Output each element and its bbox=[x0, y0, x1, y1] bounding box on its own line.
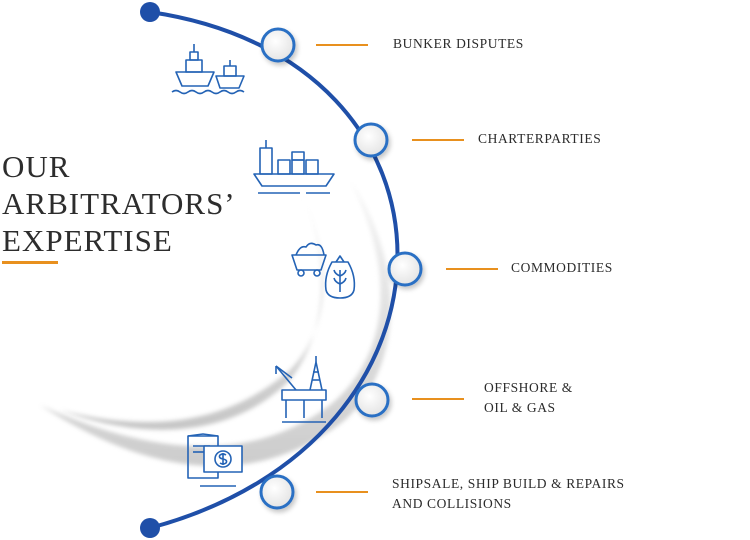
item-label-offshore-oil-gas: OFFSHORE & OIL & GAS bbox=[484, 380, 573, 415]
node-commodities bbox=[387, 251, 423, 287]
connector-shipsale bbox=[316, 491, 368, 493]
node-charterparties bbox=[353, 122, 389, 158]
heading-line-3: EXPERTISE bbox=[2, 223, 173, 258]
oil-rig-icon bbox=[275, 356, 327, 423]
node-bunker bbox=[260, 27, 296, 63]
heading-line-2: ARBITRATORS’ bbox=[2, 186, 236, 221]
connector-commodities bbox=[446, 268, 498, 270]
payment-invoice-icon bbox=[187, 433, 243, 487]
container-ship-icon bbox=[253, 140, 335, 194]
grain-and-ore-cart-icon bbox=[291, 242, 356, 299]
item-label-shipsale-repairs-collisions: SHIPSALE, SHIP BUILD & REPAIRS AND COLLI… bbox=[392, 476, 625, 511]
connector-offshore bbox=[412, 398, 464, 400]
node-offshore bbox=[354, 382, 390, 418]
section-heading: OUR ARBITRATORS’ EXPERTISE bbox=[2, 148, 236, 259]
connector-bunker bbox=[316, 44, 368, 46]
heading-underline bbox=[2, 261, 58, 264]
item-label-commodities: COMMODITIES bbox=[511, 260, 613, 275]
heading-line-1: OUR bbox=[2, 149, 71, 184]
arc-end-dot-top bbox=[140, 2, 160, 22]
node-shipsale bbox=[259, 474, 295, 510]
arc-end-dot-bottom bbox=[140, 518, 160, 538]
connector-charterparties bbox=[412, 139, 464, 141]
tanker-ships-icon bbox=[171, 44, 245, 95]
item-label-bunker-disputes: BUNKER DISPUTES bbox=[393, 36, 524, 51]
item-label-charterparties: CHARTERPARTIES bbox=[478, 131, 602, 146]
